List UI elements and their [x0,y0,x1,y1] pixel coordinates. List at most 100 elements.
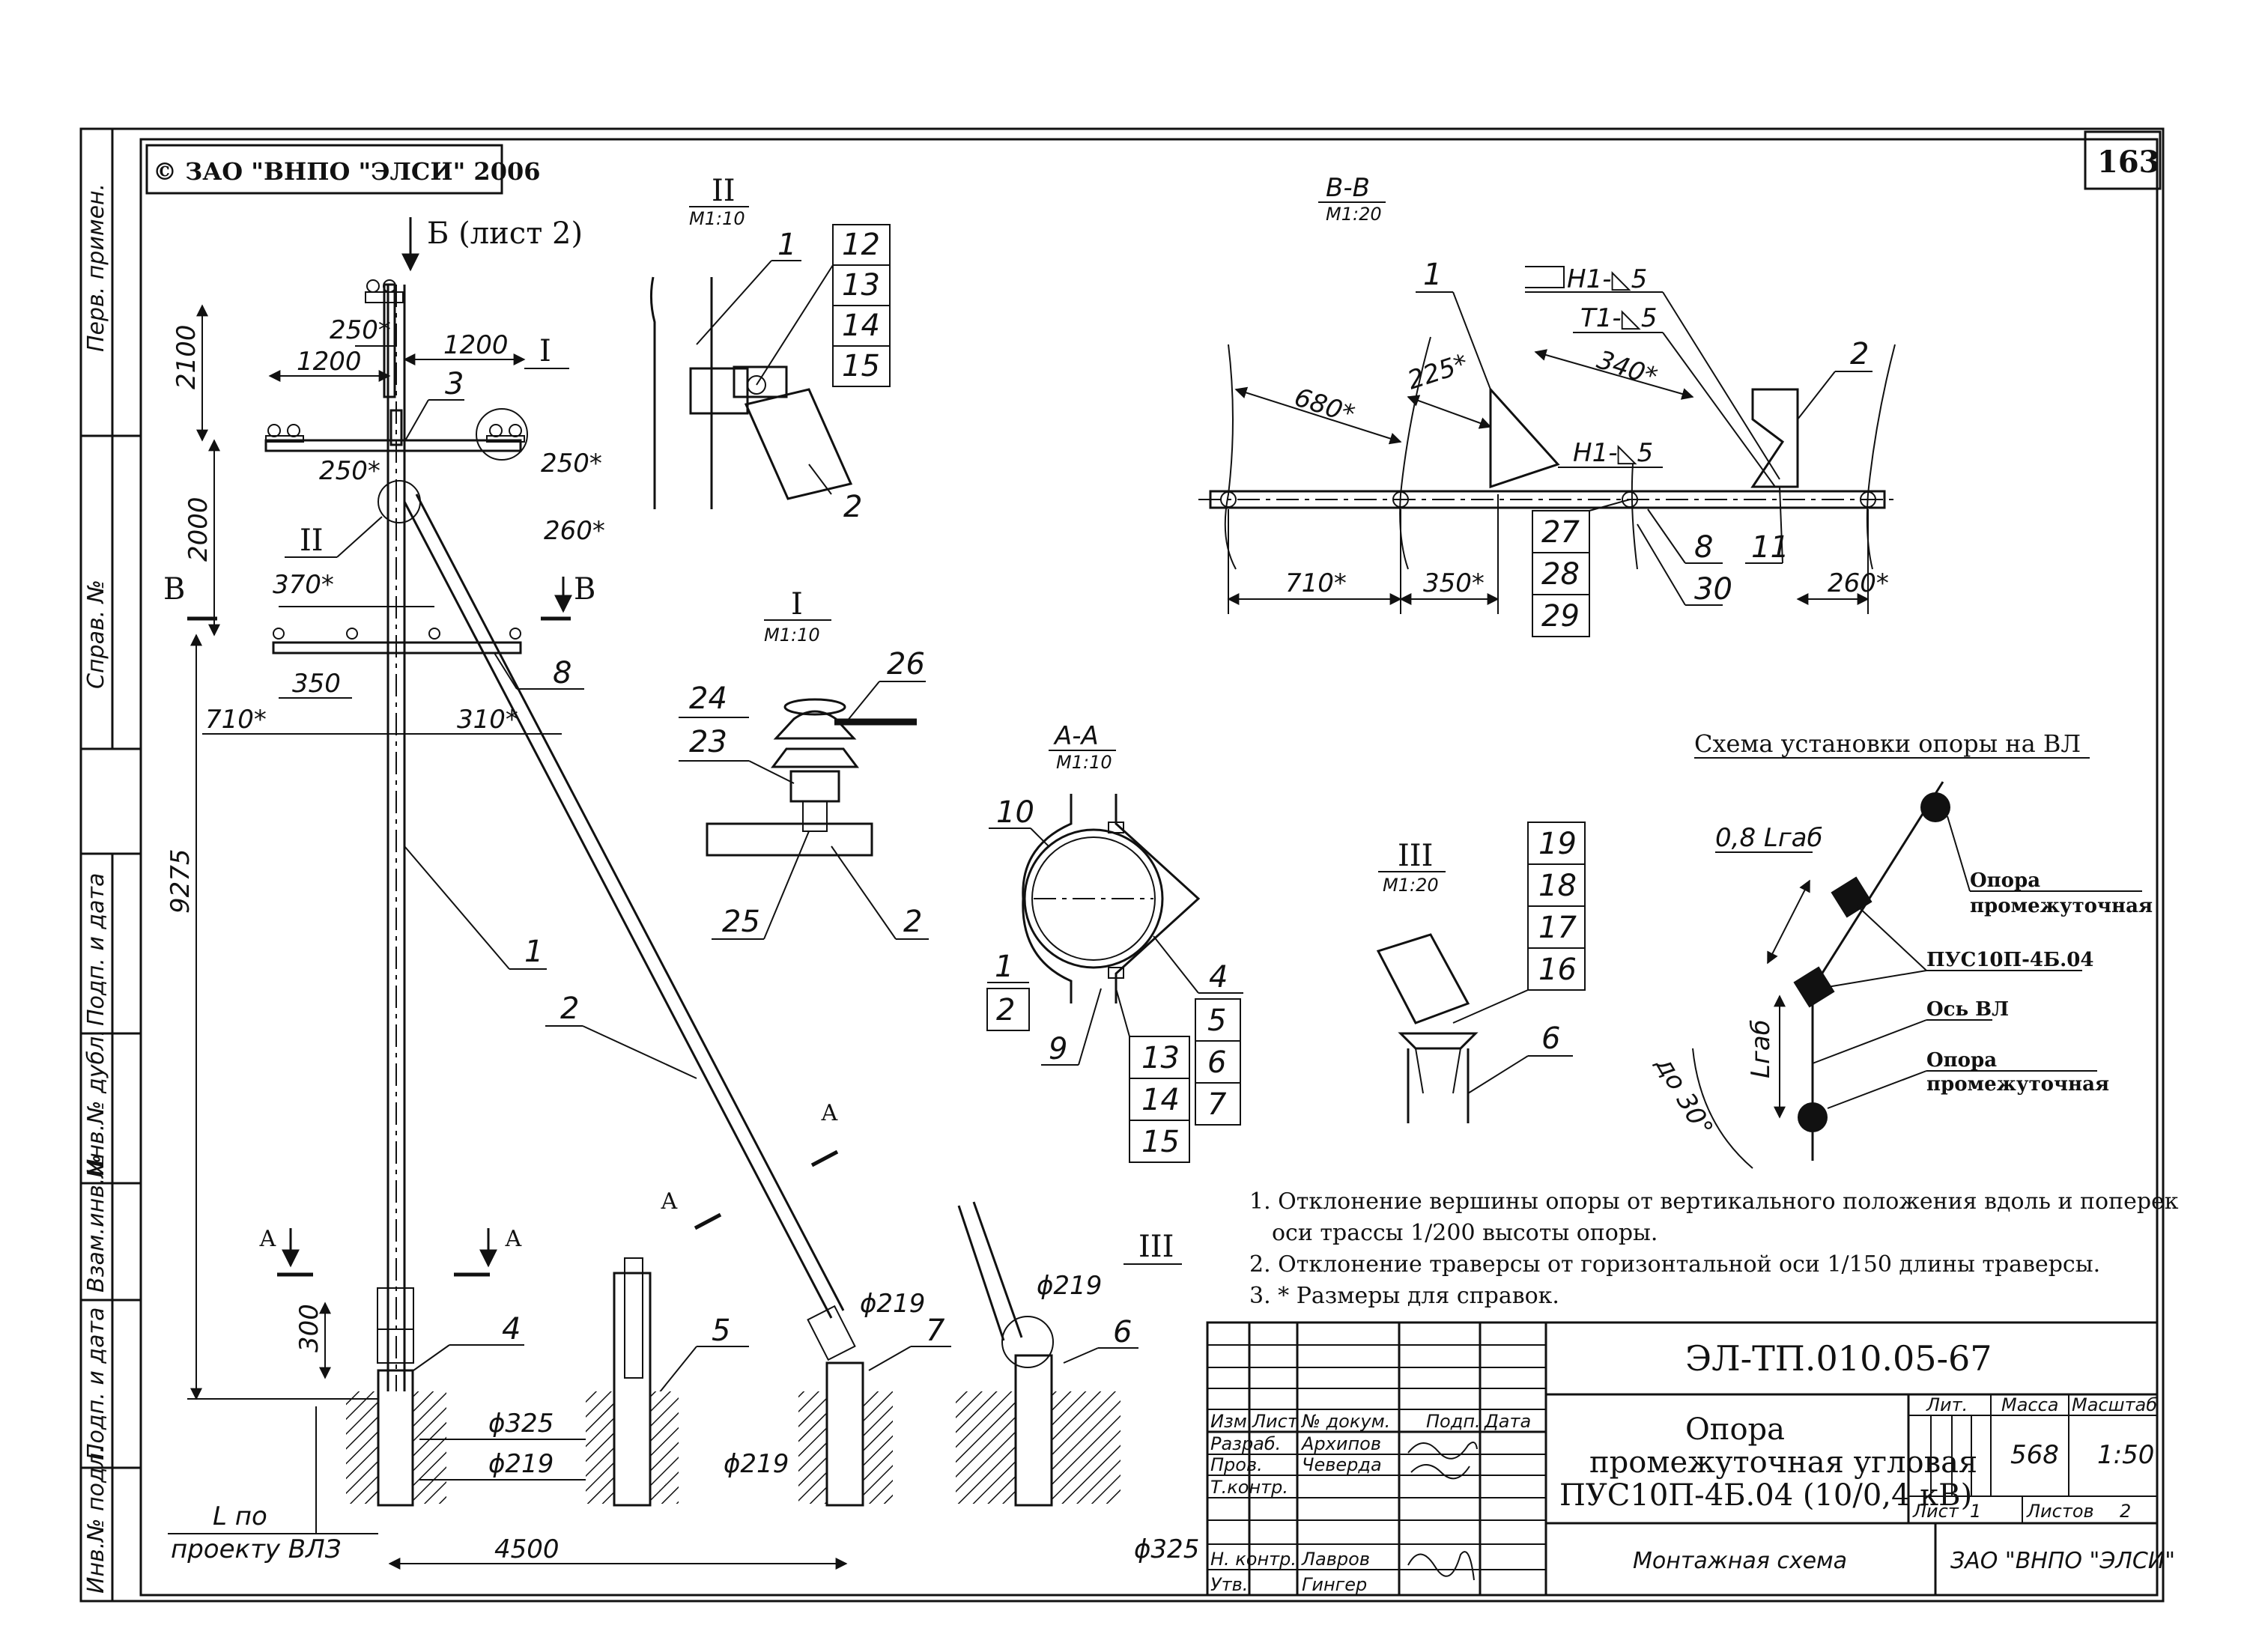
detail-iii-scale: М1:20 [1383,875,1439,896]
callout-3: 3 [445,367,464,401]
iii-callout-6: 6 [1541,1021,1560,1056]
callout-2: 2 [560,991,579,1026]
detail-ii-callout-14: 14 [842,309,880,343]
callout-1: 1 [524,935,543,969]
note-3: 3. * Размеры для справок. [1249,1283,1559,1309]
dim-phi219-1: ϕ219 [488,1449,554,1479]
tb-scale-label: Масштаб [2072,1394,2157,1415]
notes: 1. Отклонение вершины опоры от вертикаль… [1249,1188,2179,1309]
roman-i-ref: I [539,334,551,368]
dim-phi219-2: ϕ219 [724,1449,789,1479]
scheme-pole-pus-2 [1793,966,1835,1008]
tb-sheets: Листов [2026,1501,2094,1522]
tb-name-ginger: Гингер [1302,1574,1367,1595]
tb-org: ЗАО "ВНПО "ЭЛСИ" [1950,1548,2175,1574]
page-number-box [2084,130,2162,190]
detail-i-callout-24: 24 [689,681,727,716]
section-a-1: А [259,1226,276,1252]
section-v-right: В [574,572,595,607]
iii-callout-19: 19 [1538,827,1577,861]
aa-callout-4: 4 [1209,960,1228,994]
strut [377,480,856,1361]
aa-callout-7: 7 [1207,1087,1227,1122]
scheme-opora-1: Опора [1970,869,2040,892]
tb-hdr-data: Дата [1484,1411,1531,1432]
scheme-pus-label: ПУС10П-4Б.04 [1926,949,2093,971]
tb-hdr-izm: Изм. [1210,1411,1252,1432]
section-bb-scale: М1:20 [1326,204,1382,225]
scheme-pole-top [1920,792,1950,822]
aa-callout-9: 9 [1049,1032,1067,1066]
ground-note-1: L по [213,1501,267,1531]
bb-callout-27: 27 [1541,515,1580,550]
bb-callout-1: 1 [1423,258,1442,292]
tb-mass-label: Масса [2001,1394,2059,1415]
tb-role-razrab: Разраб. [1210,1433,1281,1454]
aa-callout-14: 14 [1141,1083,1180,1117]
tb-name-2: промежуточная угловая [1589,1445,1977,1480]
tb-sheets-num: 2 [2120,1501,2131,1522]
dim-710: 710* [205,705,267,735]
roman-iii-ref: III [1138,1230,1174,1264]
tb-hdr-list: Лист [1252,1411,1299,1432]
detail-ii-callout-15: 15 [842,349,880,383]
detail-iii: III М1:20 19 18 17 16 6 [1376,822,1586,1123]
scheme-vl-axis: Ось ВЛ [1926,998,2009,1021]
dim-2000: 2000 [184,496,213,562]
dim-phi219-4: ϕ219 [1037,1271,1102,1301]
aa-callout-6: 6 [1207,1045,1226,1080]
aa-callout-13: 13 [1141,1041,1180,1075]
tb-code: ЭЛ-ТП.010.05-67 [1685,1338,1992,1379]
copyright-box [145,144,503,195]
tb-scale: 1:50 [2097,1440,2154,1470]
dim-370: 370* [273,570,334,600]
tb-drawing-type: Монтажная схема [1633,1548,1847,1574]
detail-i-callout-2: 2 [903,905,922,939]
weld-h1-bottom: H1-◺5 [1573,438,1653,468]
stamp-sprav-no: Справ. № [83,580,109,689]
bb-callout-30: 30 [1694,572,1732,607]
roman-ii-ref: II [300,523,324,558]
scheme-prom-1: промежуточная [1970,895,2153,917]
dim-350-bb: 350* [1423,568,1485,598]
stamp-podp-data-2: Подп. и дата [83,1308,109,1460]
dim-9275: 9275 [166,848,195,914]
tb-role-utv: Утв. [1210,1574,1248,1595]
scheme-pole-pus-1 [1831,876,1872,918]
tb-name-3: ПУС10П-4Б.04 (10/0,4 кВ) [1559,1478,1972,1513]
dim-1200-left: 1200 [297,347,362,377]
aa-callout-1: 1 [995,950,1013,984]
iii-callout-18: 18 [1538,869,1577,903]
signature-nkontr [1407,1551,1475,1581]
dim-710-bb: 710* [1285,568,1347,598]
scheme-dim-lgab: Lгаб [1746,1019,1776,1078]
dim-300: 300 [294,1304,324,1352]
tb-role-tkontr: Т.контр. [1210,1477,1288,1498]
bb-callout-8: 8 [1694,530,1713,565]
scheme-title: Схема установки опоры на ВЛ [1694,729,2081,758]
detail-iii-title: III [1398,839,1433,873]
dim-260-bb: 260* [1828,568,1889,598]
stamp-inv-dubl: Инв.№ дубл. [83,1029,109,1176]
ground-note-2: проекту ВЛЗ [171,1534,342,1564]
side-stamp: Перв. примен. Справ. № Подп. и дата Инв.… [83,183,109,1594]
detail-ii: II М1:10 1 12 13 14 15 2 [649,174,891,524]
bb-callout-2: 2 [1850,337,1869,371]
callout-4: 4 [502,1312,521,1346]
stamp-vzam-inv: Взам.инв.№ [83,1154,109,1293]
section-aa: А-А М1:10 10 1 2 9 4 5 6 7 13 14 15 [986,721,1243,1163]
tb-lit: Лит. [1926,1394,1968,1415]
dim-4500: 4500 [494,1534,560,1564]
detail-i: I М1:10 24 23 26 25 2 [679,587,929,940]
callout-7: 7 [926,1314,945,1348]
detail-ii-scale: М1:10 [689,208,745,229]
dim-2100: 2100 [172,324,201,389]
dim-260: 260* [544,516,605,546]
aa-callout-10: 10 [996,795,1034,830]
aa-callout-15: 15 [1141,1125,1180,1159]
tb-name-cheverda: Чеверда [1302,1454,1382,1475]
dim-340: 340* [1593,345,1661,392]
detail-ii-callout-12: 12 [842,228,880,262]
detail-i-scale: М1:10 [764,625,820,646]
